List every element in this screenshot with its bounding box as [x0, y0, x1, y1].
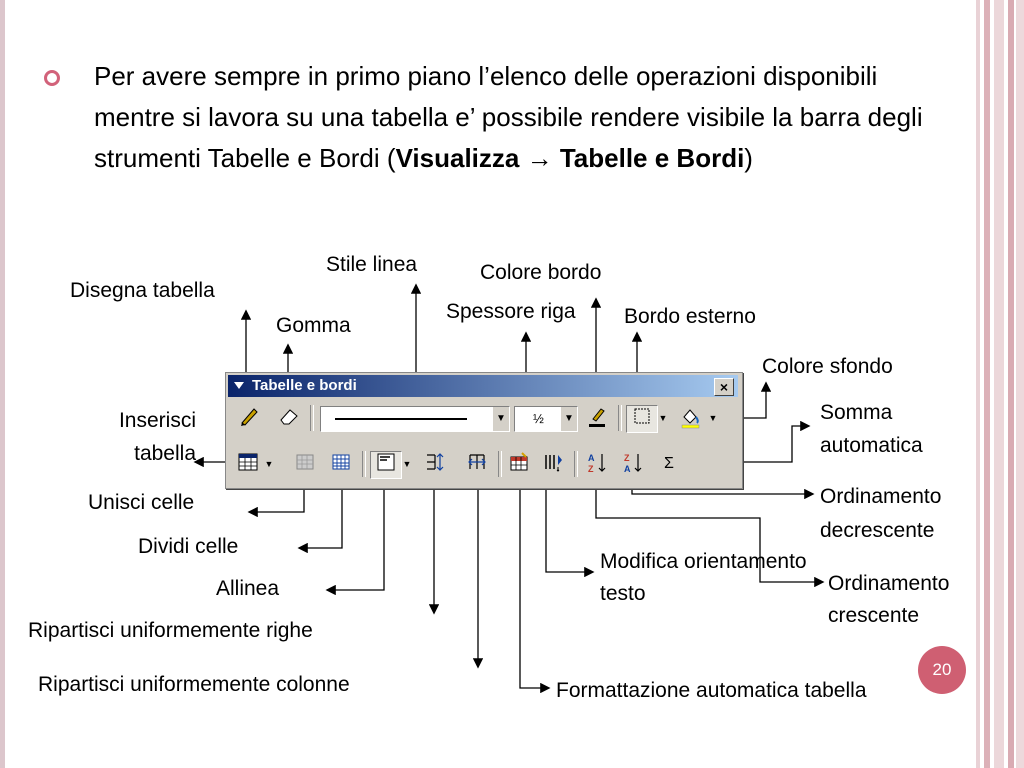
text-direction-icon [545, 455, 562, 472]
text-direction-button[interactable] [540, 451, 566, 477]
close-button[interactable]: × [714, 378, 734, 396]
chevron-down-icon[interactable]: ▼ [493, 407, 509, 431]
label-disegna-tabella: Disegna tabella [70, 279, 215, 302]
table-icon [238, 453, 258, 471]
label-formattazione: Formattazione automatica tabella [556, 679, 867, 702]
label-dividi-celle: Dividi celle [138, 535, 239, 558]
border-box-icon [634, 408, 650, 424]
intro-text: Per avere sempre in primo piano l’elenco… [94, 61, 923, 173]
separator [574, 451, 578, 477]
arrow-dividi [297, 480, 343, 554]
label-ripartisci-righe: Ripartisci uniformemente righe [28, 619, 313, 642]
label-somma-automatica: Somma automatica [820, 401, 923, 457]
separator [498, 451, 502, 477]
label-unisci-celle: Unisci celle [88, 491, 195, 514]
arrow-right-icon: → [526, 143, 553, 173]
arrow-colore-sfondo [732, 381, 772, 419]
svg-text:Z: Z [588, 464, 594, 474]
outside-border-button[interactable] [626, 405, 658, 433]
align-button[interactable] [370, 451, 402, 479]
split-cells-button[interactable] [328, 451, 354, 477]
decor-stripe [994, 0, 1004, 768]
line-style-select[interactable]: ▼ [320, 406, 510, 432]
eraser-icon [280, 409, 298, 425]
separator [310, 405, 314, 431]
align-top-left-icon [377, 453, 395, 471]
distribute-columns-icon [468, 454, 486, 469]
chevron-down-icon[interactable]: ▼ [264, 459, 274, 469]
pen-icon [241, 408, 258, 426]
autoformat-icon [510, 452, 528, 471]
intro-menu: Visualizza [395, 143, 520, 173]
paint-bucket-icon [681, 409, 700, 429]
line-style-sample [335, 418, 467, 420]
border-color-button[interactable] [584, 405, 610, 431]
merge-cells-icon [296, 454, 314, 470]
sort-ascending-icon: AZ [588, 453, 606, 474]
eraser-button[interactable] [276, 405, 302, 431]
decor-stripe [976, 0, 980, 768]
line-weight-select[interactable]: ½ ▼ [514, 406, 578, 432]
draw-table-button[interactable] [236, 405, 262, 431]
chevron-down-icon[interactable]: ▼ [658, 413, 668, 423]
border-color-icon [589, 408, 605, 427]
svg-text:A: A [588, 453, 595, 463]
svg-text:A: A [624, 464, 631, 474]
distribute-rows-button[interactable] [422, 451, 448, 477]
sum-icon[interactable]: Σ [664, 455, 674, 472]
intro-paragraph: Per avere sempre in primo piano l’elenco… [94, 56, 944, 179]
chevron-down-icon[interactable]: ▼ [402, 459, 412, 469]
decor-stripe [1016, 0, 1024, 768]
table-autoformat-button[interactable] [506, 451, 532, 477]
insert-table-button[interactable] [234, 451, 262, 477]
toolbar-title: Tabelle e bordi [252, 377, 357, 394]
label-allinea: Allinea [216, 577, 280, 600]
intro-close: ) [744, 143, 753, 173]
left-border [0, 0, 5, 768]
arrow-ord-cresc [595, 480, 825, 588]
separator [362, 451, 366, 477]
label-gomma: Gomma [276, 314, 351, 337]
toolbar-menu-icon[interactable] [234, 382, 244, 389]
tables-borders-toolbar: Tabelle e bordi × ▼ ½ ▼ ▼ ▼ ▼ ▼ [225, 372, 743, 489]
line-weight-value: ½ [533, 411, 544, 426]
label-ordinamento-crescente: Ordinamento crescente [828, 572, 950, 627]
chevron-down-icon[interactable]: ▼ [708, 413, 718, 423]
bullet-icon [44, 70, 60, 86]
chevron-down-icon[interactable]: ▼ [561, 407, 577, 431]
intro-item: Tabelle e Bordi [559, 143, 745, 173]
label-stile-linea: Stile linea [326, 253, 418, 276]
label-bordo-esterno: Bordo esterno [624, 305, 756, 328]
label-colore-bordo: Colore bordo [480, 261, 602, 284]
split-cells-icon [332, 454, 350, 470]
label-modifica-orientamento: Modifica orientamento testo [600, 550, 807, 605]
page-number: 20 [918, 646, 966, 694]
svg-text:Z: Z [624, 453, 630, 463]
distribute-columns-button[interactable] [464, 451, 490, 477]
label-spessore-riga: Spessore riga [446, 300, 576, 323]
decor-stripe [984, 0, 990, 768]
decor-stripe [1008, 0, 1014, 768]
label-ordinamento-decrescente: Ordinamento decrescente [820, 485, 942, 542]
toolbar-titlebar[interactable]: Tabelle e bordi × [228, 375, 738, 397]
merge-cells-button[interactable] [292, 451, 318, 477]
label-colore-sfondo: Colore sfondo [762, 355, 893, 378]
label-ripartisci-colonne: Ripartisci uniformemente colonne [38, 673, 350, 696]
label-inserisci-tabella: Inserisci tabella [118, 409, 196, 465]
arrow-allinea [325, 480, 385, 596]
separator [618, 405, 622, 431]
sort-descending-icon: ZA [624, 453, 642, 474]
distribute-rows-icon [427, 453, 444, 471]
arrow-formattazione [519, 480, 551, 694]
arrow-unisci [247, 480, 305, 518]
shading-color-button[interactable] [678, 405, 704, 431]
arrow-modifica [545, 480, 595, 578]
